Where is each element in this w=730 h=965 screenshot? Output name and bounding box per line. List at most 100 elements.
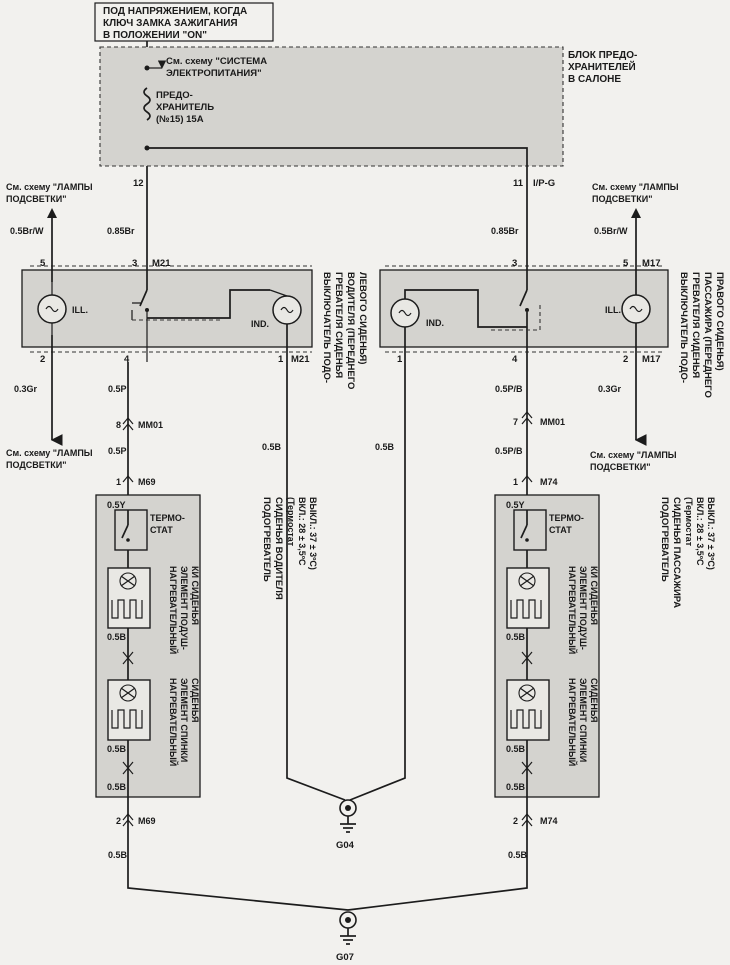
diagram-label: 0.5B bbox=[508, 850, 528, 860]
diagram-label: СИДЕНЬЯ ВОДИТЕЛЯ bbox=[273, 497, 284, 600]
diagram-label: ПОДСВЕТКИ" bbox=[6, 460, 67, 470]
diagram-label: ПАССАЖИРА (ПЕРЕДНЕГО bbox=[702, 272, 713, 398]
diagram-label: ПОДСВЕТКИ" bbox=[6, 194, 67, 204]
diagram-label: См. схему "СИСТЕМА bbox=[166, 56, 267, 67]
diagram-label: 0.5Br/W bbox=[10, 226, 44, 236]
diagram-label: СТАТ bbox=[150, 525, 173, 535]
diagram-label: ILL. bbox=[72, 305, 88, 315]
diagram-label: I/P-G bbox=[533, 178, 555, 189]
diagram-label: 2 bbox=[40, 354, 45, 365]
diagram-label: M74 bbox=[540, 816, 558, 826]
ground-g07: G07 bbox=[336, 911, 357, 963]
ref-lamps-top-right: См. схему "ЛАМПЫ ПОДСВЕТКИ" 0.5Br/W bbox=[592, 182, 679, 262]
thermostat-icon bbox=[114, 509, 148, 551]
passenger-seat-heater-switch: 3 5 M17 IND. ILL. 1 4 2 M17 ВЫКЛЮЧАТЕЛЬ … bbox=[379, 258, 725, 398]
diagram-label: НАГРЕВАТЕЛЬНЫЙ bbox=[168, 566, 179, 654]
ground-g04: G04 bbox=[336, 799, 357, 851]
diagram-label: НАГРЕВАТЕЛЬНЫЙ bbox=[567, 678, 578, 766]
diagram-label: (Термостат bbox=[684, 497, 694, 547]
power-note: ПОД НАПРЯЖЕНИЕМ, КОГДА КЛЮЧ ЗАМКА ЗАЖИГА… bbox=[94, 2, 274, 42]
diagram-label: 0.5P/B bbox=[495, 446, 523, 456]
diagram-label: 0.5Br/W bbox=[594, 226, 628, 236]
diagram-label: 0.3Gr bbox=[598, 384, 622, 394]
diagram-label: M21 bbox=[291, 354, 310, 365]
diagram-label: 2 bbox=[513, 816, 518, 826]
diagram-label: (Термостат bbox=[286, 497, 296, 547]
diagram-label: ПРАВОГО СИДЕНЬЯ) bbox=[714, 272, 725, 371]
diagram-label: БЛОК ПРЕДО- bbox=[568, 50, 637, 61]
diagram-label: ВЫКЛЮЧАТЕЛЬ ПОДО- bbox=[321, 272, 332, 383]
fuse-block: БЛОК ПРЕДО- ХРАНИТЕЛЕЙ В САЛОНЕ См. схем… bbox=[99, 46, 637, 176]
diagram-label: 12 bbox=[133, 178, 144, 189]
diagram-label: ВЫКЛЮЧАТЕЛЬ ПОДО- bbox=[678, 272, 689, 383]
diagram-label: 1 bbox=[278, 354, 284, 365]
diagram-label: M21 bbox=[152, 258, 171, 269]
diagram-label: В ПОЛОЖЕНИИ "ON" bbox=[103, 30, 207, 41]
diagram-label: ПОДСВЕТКИ" bbox=[590, 462, 651, 472]
passenger-seat-heater: 0.5Y ТЕРМО- СТАТ 0.5B 0.5B 0.5B НАГРЕВАТ… bbox=[494, 494, 716, 870]
diagram-label: ПОДОГРЕВАТЕЛЬ bbox=[261, 497, 272, 582]
diagram-label: См. схему "ЛАМПЫ bbox=[590, 450, 677, 460]
diagram-label: 1 bbox=[513, 477, 518, 487]
diagram-label: MM01 bbox=[138, 420, 163, 430]
diagram-label: MM01 bbox=[540, 417, 565, 427]
diagram-label: ПОД НАПРЯЖЕНИЕМ, КОГДА bbox=[103, 6, 247, 17]
backrest-heating-element-icon bbox=[107, 679, 151, 741]
diagram-label: M74 bbox=[540, 477, 558, 487]
diagram-label: ЭЛЕМЕНТ СПИНКИ bbox=[578, 678, 588, 762]
switch-contact-icon bbox=[519, 289, 528, 307]
diagram-label: ВЫКЛ.: 37 ± 3ºС) bbox=[706, 497, 716, 570]
diagram-label: M69 bbox=[138, 477, 156, 487]
diagram-label: 0.5B bbox=[108, 850, 128, 860]
diagram-label: ЭЛЕКТРОПИТАНИЯ" bbox=[166, 68, 262, 79]
diagram-label: СИДЕНЬЯ bbox=[190, 678, 200, 722]
diagram-label: СИДЕНЬЯ ПАССАЖИРА bbox=[671, 497, 682, 608]
diagram-label: НАГРЕВАТЕЛЬНЫЙ bbox=[168, 678, 179, 766]
diagram-label: 0.5P/B bbox=[495, 384, 523, 394]
diagram-label: 0.5Y bbox=[107, 500, 126, 510]
driver-seat-heater: 0.5Y ТЕРМО- СТАТ 0.5B 0.5B 0.5B НАГРЕВАТ… bbox=[95, 494, 318, 870]
ref-lamps-top-left: См. схему "ЛАМПЫ ПОДСВЕТКИ" 0.5Br/W bbox=[6, 182, 93, 262]
ref-lamps-bottom-left: 0.3Gr См. схему "ЛАМПЫ ПОДСВЕТКИ" bbox=[6, 362, 93, 470]
diagram-label: 0.5B bbox=[107, 782, 127, 792]
diagram-label: M69 bbox=[138, 816, 156, 826]
diagram-label: ПОДОГРЕВАТЕЛЬ bbox=[659, 497, 670, 582]
diagram-label: 4 bbox=[512, 354, 518, 365]
diagram-label: 0.5Y bbox=[506, 500, 525, 510]
diagram-label: 0.5B bbox=[506, 744, 526, 754]
diagram-label: 0.5B bbox=[107, 744, 127, 754]
diagram-label: 0.85Br bbox=[107, 226, 135, 236]
diagram-label: 0.5B bbox=[262, 442, 282, 452]
diagram-label: СТАТ bbox=[549, 525, 572, 535]
diagram-label: ХРАНИТЕЛЕЙ bbox=[568, 60, 636, 73]
diagram-label: ГРЕВАТЕЛЯ СИДЕНЬЯ bbox=[333, 272, 344, 378]
diagram-label: ХРАНИТЕЛЬ bbox=[156, 102, 214, 113]
diagram-label: ЛЕВОГО СИДЕНЬЯ) bbox=[357, 272, 368, 364]
diagram-label: G07 bbox=[336, 952, 354, 963]
diagram-label: 0.5B bbox=[506, 632, 526, 642]
diagram-label: В САЛОНЕ bbox=[568, 74, 621, 85]
diagram-label: См. схему "ЛАМПЫ bbox=[6, 182, 93, 192]
diagram-label: ВКЛ.: 28 ± 3,5ºС bbox=[297, 497, 307, 566]
diagram-label: 1 bbox=[397, 354, 403, 365]
diagram-label: 0.5B bbox=[107, 632, 127, 642]
diagram-label: КЛЮЧ ЗАМКА ЗАЖИГАНИЯ bbox=[103, 18, 238, 29]
diagram-label: ПОДСВЕТКИ" bbox=[592, 194, 653, 204]
cushion-heating-element-icon bbox=[506, 567, 550, 629]
diagram-label: ВЫКЛ.: 37 ± 3ºС) bbox=[308, 497, 318, 570]
diagram-label: 2 bbox=[623, 354, 628, 365]
diagram-label: ЭЛЕМЕНТ ПОДУШ- bbox=[179, 566, 189, 650]
diagram-label: ТЕРМО- bbox=[150, 513, 185, 523]
diagram-label: 4 bbox=[124, 354, 130, 365]
diagram-label: 8 bbox=[116, 420, 121, 430]
diagram-label: ГРЕВАТЕЛЯ СИДЕНЬЯ bbox=[690, 272, 701, 378]
diagram-label: 1 bbox=[116, 477, 121, 487]
diagram-label: 2 bbox=[116, 816, 121, 826]
diagram-label: IND. bbox=[251, 319, 269, 329]
diagram-label: См. схему "ЛАМПЫ bbox=[6, 448, 93, 458]
diagram-label: 11 bbox=[513, 178, 524, 189]
diagram-label: M17 bbox=[642, 258, 660, 269]
fuse-icon bbox=[143, 87, 151, 121]
cushion-heating-element-icon bbox=[107, 567, 151, 629]
